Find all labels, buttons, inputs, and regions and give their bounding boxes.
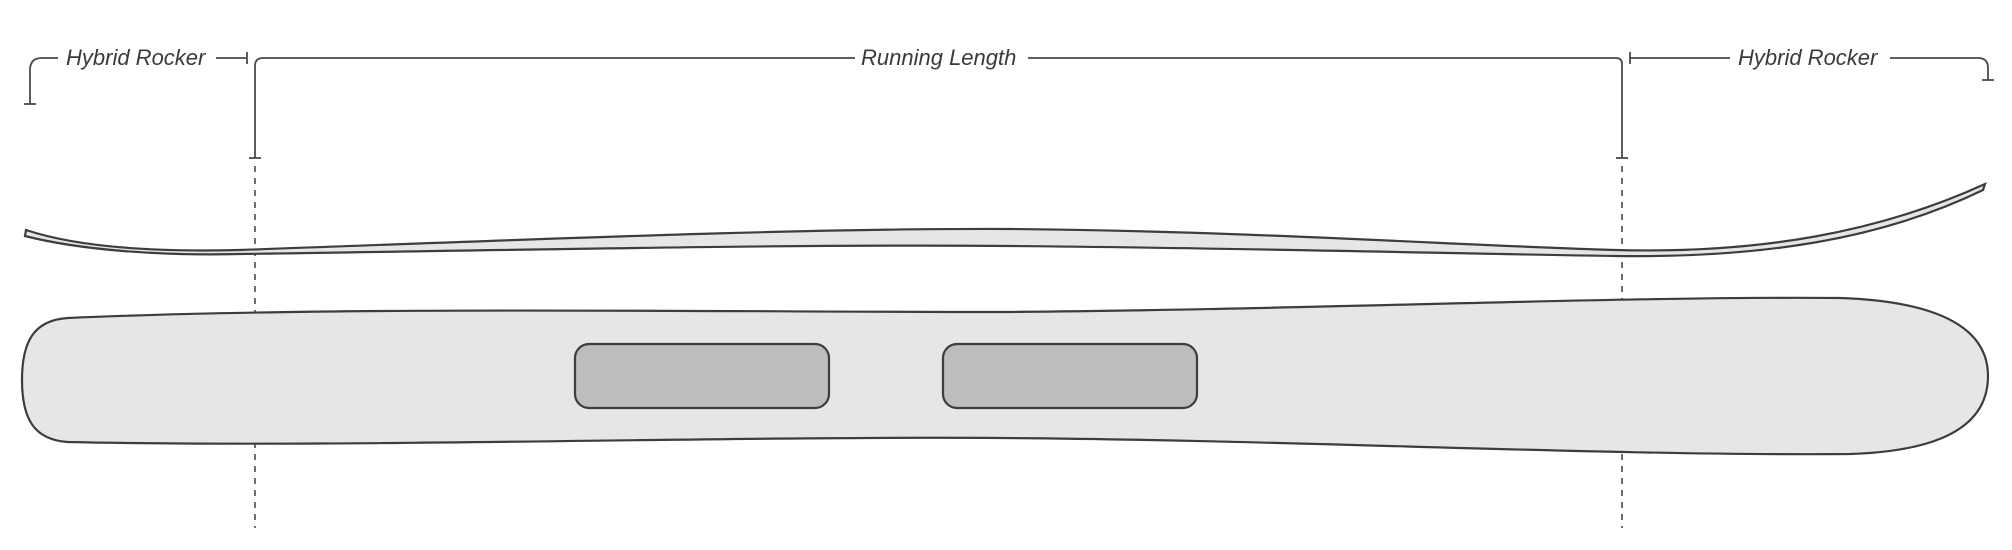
left-rocker-bracket bbox=[24, 52, 248, 105]
right-rocker-label: Hybrid Rocker bbox=[1738, 45, 1879, 70]
running-length-label: Running Length bbox=[861, 45, 1016, 70]
ski-side-profile bbox=[23, 181, 1987, 258]
right-rocker-bracket bbox=[1629, 52, 1994, 81]
binding-pad-right bbox=[941, 342, 1199, 410]
binding-pad-left bbox=[573, 342, 831, 410]
running-length-bracket bbox=[249, 57, 1628, 159]
left-rocker-label: Hybrid Rocker bbox=[66, 45, 207, 70]
